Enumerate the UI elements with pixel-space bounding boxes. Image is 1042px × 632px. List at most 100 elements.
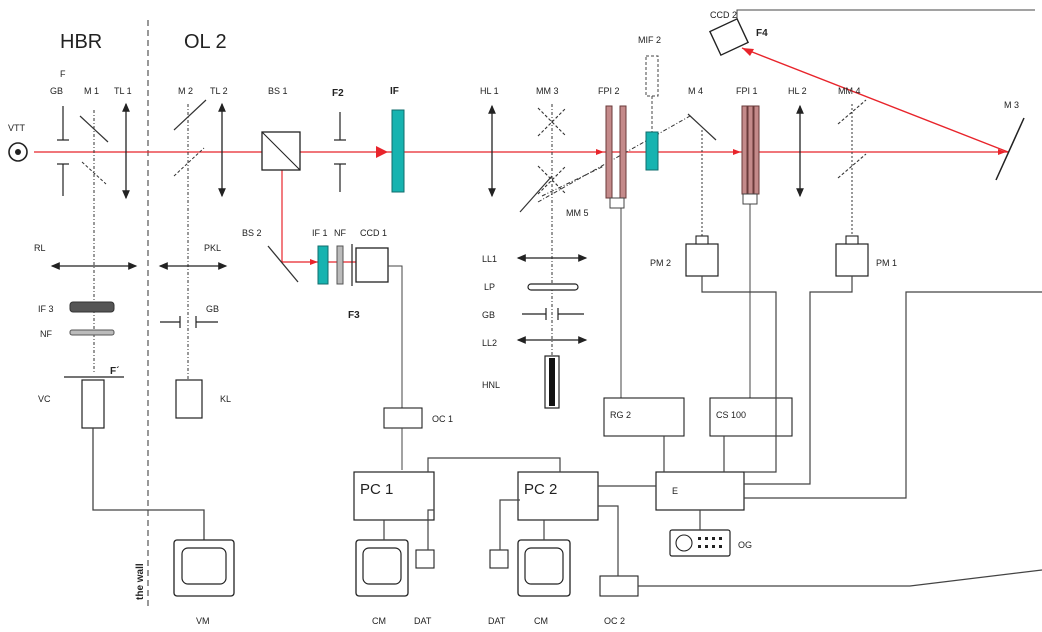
label-e: E (672, 486, 678, 496)
hnl-laser-core (549, 358, 555, 406)
label-mm5: MM 5 (566, 208, 589, 218)
label-if3: IF 3 (38, 304, 54, 314)
detector-pm1 (835, 235, 869, 277)
fpi2-base (609, 197, 625, 209)
label-wall: the wall (135, 563, 146, 600)
label-pc2: PC 2 (524, 481, 557, 498)
label-nf1: NF (334, 228, 346, 238)
label-mif2: MIF 2 (638, 35, 661, 45)
label-hl2: HL 2 (788, 86, 807, 96)
label-mm4: MM 4 (838, 86, 861, 96)
label-fpi2: FPI 2 (598, 86, 620, 96)
label-vm: VM (196, 616, 210, 626)
mirror-m2 (173, 99, 207, 131)
og-knobs (698, 537, 722, 548)
label-rg2: RG 2 (610, 410, 631, 420)
box-e (655, 471, 745, 511)
monitor-cm2 (517, 539, 571, 597)
region-ol2: OL 2 (184, 31, 227, 53)
filter-mif2 (645, 131, 659, 171)
label-cs100: CS 100 (716, 410, 746, 420)
box-cs100 (709, 397, 793, 437)
label-hnl: HNL (482, 380, 500, 390)
label-f4: F4 (756, 28, 768, 39)
label-cm2: CM (534, 616, 548, 626)
monitor-vm (173, 539, 235, 597)
filter-if1 (317, 245, 329, 285)
label-if: IF (390, 86, 399, 97)
mirror-m1-lower (81, 161, 107, 185)
label-cm1: CM (372, 616, 386, 626)
wiring (383, 276, 1042, 587)
label-if1: IF 1 (312, 228, 328, 238)
reflected-beam-ccd2 (741, 47, 1009, 153)
mm5-to-fpi2-path (541, 165, 605, 197)
label-oc1: OC 1 (432, 414, 453, 424)
label-vtt: VTT (8, 123, 26, 133)
label-f2: F2 (332, 88, 344, 99)
label-hl1: HL 1 (480, 86, 499, 96)
label-ccd2: CCD 2 (710, 10, 737, 20)
mirror-mm4 (837, 99, 867, 125)
mirror-mm4-lower (837, 153, 867, 179)
filter-nf-left (69, 329, 115, 336)
mirror-m4 (687, 113, 717, 141)
label-f3: F3 (348, 310, 360, 321)
lamp-kl (175, 379, 203, 419)
label-ll1: LL1 (482, 254, 497, 264)
label-m3: M 3 (1004, 100, 1019, 110)
label-mm3: MM 3 (536, 86, 559, 96)
label-m1: M 1 (84, 86, 99, 96)
label-pkl: PKL (204, 243, 221, 253)
ccd1-to-oc1 (388, 265, 403, 408)
interference-filter-if (391, 109, 405, 193)
fpi2-plate-a (605, 105, 613, 199)
label-kl: KL (220, 394, 231, 404)
mirror-mm3-a (537, 107, 567, 137)
label-tl2: TL 2 (210, 86, 228, 96)
label-bs1: BS 1 (268, 86, 288, 96)
label-bs2: BS 2 (242, 228, 262, 238)
label-m2: M 2 (178, 86, 193, 96)
label-fpi1: FPI 1 (736, 86, 758, 96)
label-og: OG (738, 540, 752, 550)
fpi1-plate-a (741, 105, 748, 195)
camera-ccd1 (355, 247, 389, 283)
filter-nf-ccd1 (336, 245, 344, 285)
beamsplitter-bs2 (267, 245, 299, 283)
box-oc2 (599, 575, 639, 597)
mirror-m3 (995, 117, 1025, 181)
vtt-source-dot (15, 149, 21, 155)
box-pc2 (517, 471, 599, 521)
camera-vc (81, 379, 105, 429)
beam-arrowhead-fpi2 (596, 149, 604, 155)
polarizer-lp (527, 283, 579, 291)
mirror-mm5 (519, 175, 553, 213)
box-pc1 (353, 471, 435, 521)
beamsplitter-bs1-diag (261, 131, 301, 171)
label-gb1: GB (50, 86, 63, 96)
label-f: F (60, 69, 66, 79)
frame-top-right (736, 9, 1035, 24)
label-pm2: PM 2 (650, 258, 671, 268)
box-rg2 (603, 397, 685, 437)
fpi1-plate-b (747, 105, 754, 195)
label-oc2: OC 2 (604, 616, 625, 626)
label-pm1: PM 1 (876, 258, 897, 268)
beam-arrowhead-ccd2 (742, 48, 754, 56)
label-nf2: NF (40, 329, 52, 339)
beam-arrowhead-if (376, 146, 388, 158)
label-fprime: F´ (110, 366, 119, 377)
label-ll2: LL2 (482, 338, 497, 348)
label-m4: M 4 (688, 86, 703, 96)
label-gb3: GB (482, 310, 495, 320)
beam-arrowhead-if1 (310, 259, 318, 265)
region-hbr: HBR (60, 31, 102, 53)
fpi1-base (742, 193, 758, 205)
mirror-mm3-c (537, 165, 567, 195)
detector-pm2 (685, 235, 719, 277)
label-rl: RL (34, 243, 46, 253)
label-lp: LP (484, 282, 495, 292)
camera-ccd2 (708, 17, 750, 57)
